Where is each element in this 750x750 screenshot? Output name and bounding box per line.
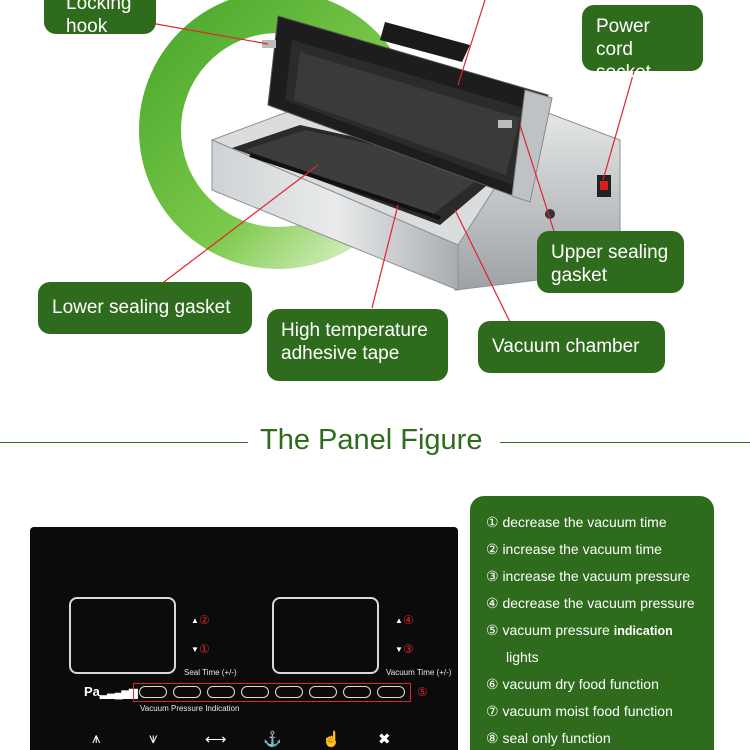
manual-vacuum-icon[interactable]: ☝ [322, 731, 341, 748]
legend-item-7: ⑦ vacuum moist food function [486, 703, 673, 719]
vacuum-pressure-label: Vacuum Pressure Indication [140, 704, 240, 713]
pressure-light-7 [343, 686, 371, 698]
increase-seal-time-button[interactable]: ▲ [191, 616, 199, 625]
legend-item-5-continued: lights [506, 649, 539, 665]
title-rule-right [500, 442, 750, 443]
pressure-light-2 [173, 686, 201, 698]
decrease-vacuum-time-button[interactable]: ▼ [395, 645, 403, 654]
legend-item-5-bold: indication [613, 624, 673, 638]
callout-lower-sealing-gasket: Lower sealing gasket [38, 282, 252, 334]
vacuum-sealer-machine-illustration [210, 15, 621, 291]
vacuum-dry-food-icon[interactable]: ⩚ [92, 730, 101, 747]
legend-item-5-text: ⑤ vacuum pressure [486, 622, 610, 638]
marker-2: ② [199, 613, 210, 627]
vacuum-moist-food-icon[interactable]: ⩛ [149, 730, 158, 747]
pressure-light-1 [139, 686, 167, 698]
legend-item-2: ② increase the vacuum time [486, 541, 662, 557]
pressure-lights-frame [133, 683, 411, 702]
pressure-light-6 [309, 686, 337, 698]
vacuum-time-label: Vacuum Time (+/-) [386, 668, 452, 677]
callout-high-temperature-tape: High temperature adhesive tape [267, 309, 448, 381]
pressure-indicator-prefix: Pa▂▃▄▅▆ [84, 684, 138, 699]
callout-power-cord-socket: Power cord socket [582, 5, 703, 83]
title-rule-left [0, 442, 248, 443]
legend-item-1: ① decrease the vacuum time [486, 514, 667, 530]
callout-vacuum-chamber: Vacuum chamber [478, 321, 665, 373]
section-title: The Panel Figure [260, 424, 483, 456]
pressure-prefix-text: Pa [84, 684, 100, 699]
pressure-light-4 [241, 686, 269, 698]
marker-3: ③ [403, 642, 414, 656]
vacuum-time-display [272, 597, 379, 674]
legend-item-5: ⑤ vacuum pressure indication [486, 622, 673, 639]
seal-only-icon[interactable]: ⟷ [205, 731, 227, 748]
legend-item-4: ④ decrease the vacuum pressure [486, 595, 695, 611]
callout-upper-sealing-gasket: Upper sealing gasket [537, 231, 684, 293]
signal-bars-icon: ▂▃▄▅▆ [99, 687, 138, 699]
function-legend: ① decrease the vacuum time ② increase th… [470, 496, 714, 750]
pressure-light-3 [207, 686, 235, 698]
marker-4: ④ [403, 613, 414, 627]
control-panel [30, 527, 458, 750]
callout-leader-lines [144, 0, 636, 323]
pulse-vacuum-icon[interactable]: ⚓ [263, 731, 282, 748]
marker-1: ① [199, 642, 210, 656]
legend-item-3: ③ increase the vacuum pressure [486, 568, 690, 584]
marker-5: ⑤ [417, 685, 428, 699]
seal-time-display [69, 597, 176, 674]
pressure-light-8 [377, 686, 405, 698]
decrease-seal-time-button[interactable]: ▼ [191, 645, 199, 654]
increase-vacuum-time-button[interactable]: ▲ [395, 616, 403, 625]
legend-item-6: ⑥ vacuum dry food function [486, 676, 659, 692]
cancel-icon[interactable]: ✖ [378, 731, 391, 748]
legend-item-8: ⑧ seal only function [486, 730, 611, 746]
seal-time-label: Seal Time (+/-) [184, 668, 237, 677]
pressure-light-5 [275, 686, 303, 698]
callout-locking-hook: Locking hook [44, 0, 156, 37]
